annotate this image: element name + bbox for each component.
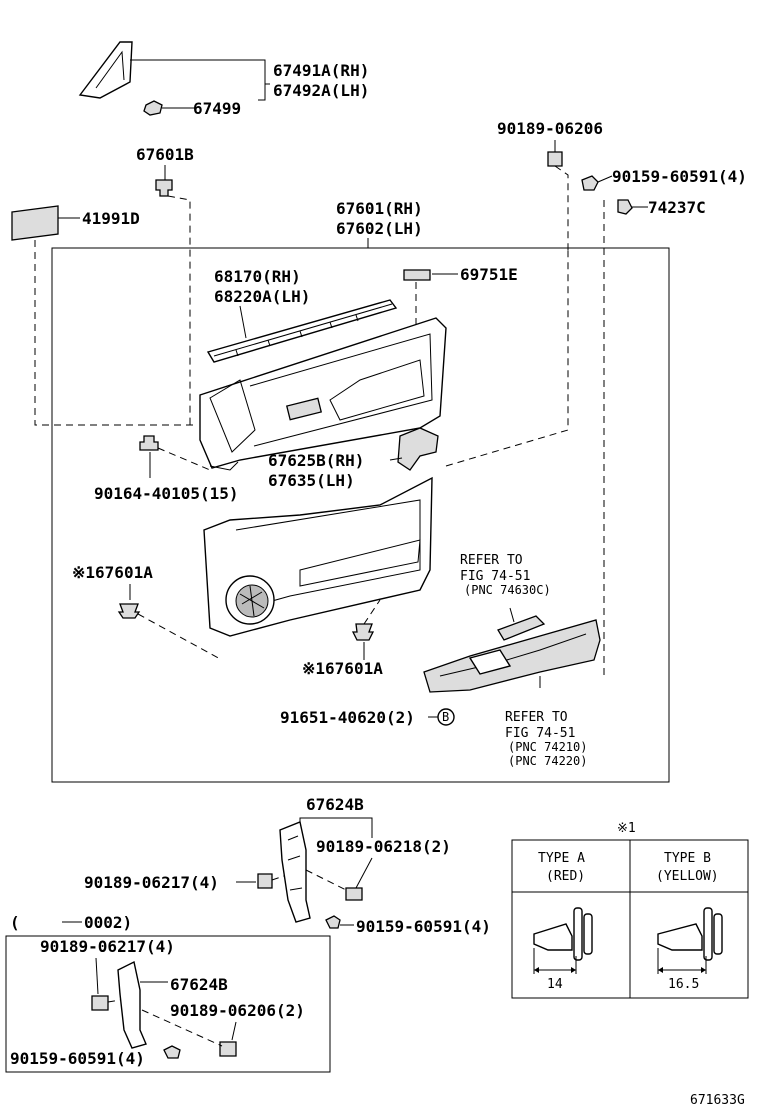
label-67499: 67499 xyxy=(193,99,241,118)
label-90189-06217-box: 90189-06217(4) xyxy=(40,937,175,956)
armrest-assembly xyxy=(423,619,601,693)
switch-base-74630c xyxy=(497,615,546,641)
label-67625b-rh: 67625B(RH) xyxy=(268,451,364,470)
refer2-line4: (PNC 74220) xyxy=(508,754,587,768)
assembly-frame xyxy=(51,247,670,783)
label-90189-06206: 90189-06206 xyxy=(497,119,603,138)
label-67601a-right: ※167601A xyxy=(302,659,383,678)
clip-90189-06218 xyxy=(345,887,363,901)
label-67491a: 67491A(RH) xyxy=(273,61,369,80)
clip-90189-06206-box xyxy=(219,1041,237,1057)
label-90164-40105: 90164-40105(15) xyxy=(94,484,239,503)
label-91651-40620: 91651-40620(2) xyxy=(280,708,415,727)
refer2-line1: REFER TO xyxy=(505,710,568,725)
label-90189-06218: 90189-06218(2) xyxy=(316,837,451,856)
clip-90164-40105 xyxy=(139,435,159,451)
label-67492a: 67492A(LH) xyxy=(273,81,369,100)
clip-90189-06217 xyxy=(257,873,273,889)
clip-67601b xyxy=(155,179,173,197)
label-68220a-lh: 68220A(LH) xyxy=(214,287,310,306)
label-67624b-top: 67624B xyxy=(306,795,364,814)
dim-type-b: 16.5 xyxy=(668,977,699,992)
clip-type-a-drawing xyxy=(533,907,593,974)
refer1-line2: FIG 74-51 xyxy=(460,569,530,584)
screw-90159-60591-mid xyxy=(325,915,341,929)
type-b-color: (YELLOW) xyxy=(656,869,719,884)
bracket-67624b xyxy=(279,821,311,923)
label-90159-60591-box: 90159-60591(4) xyxy=(10,1049,145,1068)
switch-bezel xyxy=(285,397,323,421)
type-b-title: TYPE B xyxy=(664,851,711,866)
clip-type-b-drawing xyxy=(657,907,723,974)
label-69751e: 69751E xyxy=(460,265,518,284)
label-plate-41991d xyxy=(11,205,59,241)
label-67635-lh: 67635(LH) xyxy=(268,471,355,490)
refer1-line1: REFER TO xyxy=(460,553,523,568)
clip-90189-06217-box xyxy=(91,995,109,1011)
label-67601-rh: 67601(RH) xyxy=(336,199,423,218)
screw-90159-60591-box xyxy=(163,1045,181,1059)
dim-type-a: 14 xyxy=(547,977,563,992)
refer2-line3: (PNC 74210) xyxy=(508,740,587,754)
clip-67601a-right xyxy=(351,623,375,641)
label-90189-06217-top: 90189-06217(4) xyxy=(84,873,219,892)
clip-74237c xyxy=(617,199,633,215)
corner-cover-part xyxy=(78,41,195,116)
leader-67491a xyxy=(130,59,266,101)
clip-67601a-left xyxy=(117,603,141,619)
type-a-title: TYPE A xyxy=(538,851,585,866)
label-67602-lh: 67602(LH) xyxy=(336,219,423,238)
refer1-line3: (PNC 74630C) xyxy=(464,583,551,597)
bracket-67625b xyxy=(397,427,439,471)
label-90159-60591-4: 90159-60591(4) xyxy=(612,167,747,186)
bracket-67624b-box xyxy=(117,960,147,1049)
type-a-color: (RED) xyxy=(546,869,585,884)
label-41991d: 41991D xyxy=(82,209,140,228)
label-67624b-box: 67624B xyxy=(170,975,228,994)
label-68170-rh: 68170(RH) xyxy=(214,267,301,286)
range-open: ( xyxy=(10,913,20,932)
circle-b-text: B xyxy=(442,710,449,724)
range-value: 0002) xyxy=(84,913,132,932)
screw-90159-60591 xyxy=(581,175,599,191)
clip-90189-06206 xyxy=(547,151,563,167)
weatherstrip-68170 xyxy=(206,299,398,363)
note-mark: ※1 xyxy=(617,821,636,836)
label-67601b: 67601B xyxy=(136,145,194,164)
diagram-code: 671633G xyxy=(690,1093,745,1108)
refer2-line2: FIG 74-51 xyxy=(505,726,575,741)
label-74237c: 74237C xyxy=(648,198,706,217)
label-90159-60591-mid: 90159-60591(4) xyxy=(356,917,491,936)
label-90189-06206-box: 90189-06206(2) xyxy=(170,1001,305,1020)
label-67601a-left: ※167601A xyxy=(72,563,153,582)
circle-b-marker xyxy=(437,708,455,726)
cover-69751e xyxy=(403,269,431,281)
variant-box xyxy=(5,935,331,1073)
